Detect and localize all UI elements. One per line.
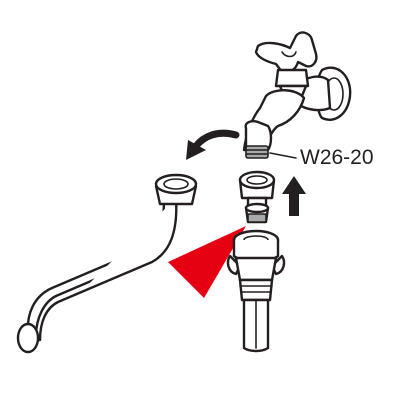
faucet-icon	[242, 31, 352, 159]
up-arrow-icon	[282, 176, 306, 216]
thread-size-label: W26-20	[300, 146, 374, 169]
curved-arrow-icon	[186, 129, 240, 160]
hose-connector-icon	[226, 229, 286, 353]
red-triangle-icon	[168, 226, 246, 298]
adapter-icon	[238, 170, 276, 224]
spout-pipe-icon	[16, 173, 198, 354]
